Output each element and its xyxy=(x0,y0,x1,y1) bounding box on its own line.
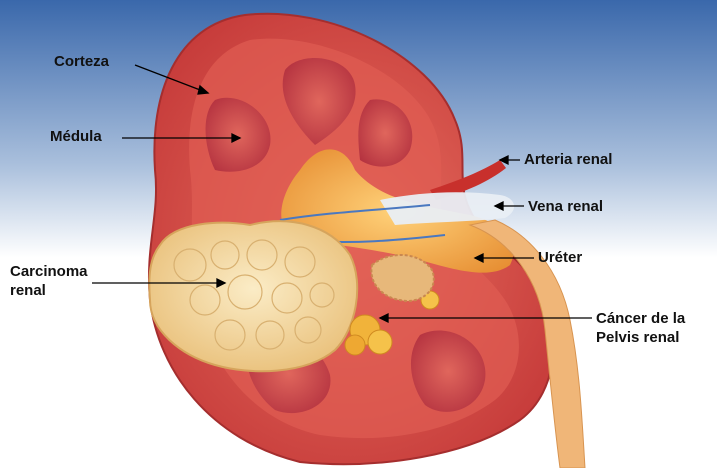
label-arteria-renal: Arteria renal xyxy=(524,150,612,169)
label-carcinoma-line2: renal xyxy=(10,281,88,300)
label-ureter: Uréter xyxy=(538,248,582,267)
label-cancer-line2: Pelvis renal xyxy=(596,328,685,347)
label-cancer-line1: Cáncer de la xyxy=(596,309,685,328)
label-carcinoma-line1: Carcinoma xyxy=(10,262,88,281)
label-cancer-pelvis-renal: Cáncer de la Pelvis renal xyxy=(596,309,685,347)
label-medula: Médula xyxy=(50,127,102,146)
label-vena-renal: Vena renal xyxy=(528,197,603,216)
renal-carcinoma xyxy=(149,221,357,371)
label-corteza: Corteza xyxy=(54,52,109,71)
label-carcinoma-renal: Carcinoma renal xyxy=(10,262,88,300)
